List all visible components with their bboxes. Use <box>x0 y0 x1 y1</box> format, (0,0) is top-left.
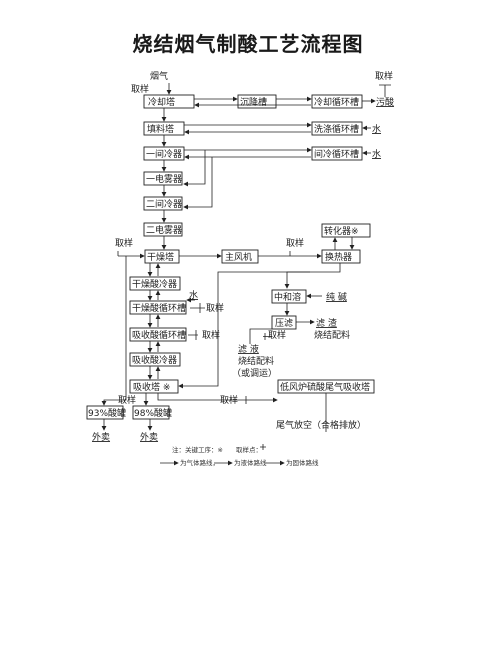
absorb-tower-label: 吸收塔 ※ <box>133 381 170 393</box>
water-label-2: 水 <box>372 148 381 160</box>
cooling-circ-tank-label: 冷却循环槽 <box>314 96 359 108</box>
pressure-filter-box <box>271 315 297 330</box>
page-title: 烧结烟气制酸工艺流程图 <box>132 32 364 56</box>
sample-label-9: 取样 <box>118 394 136 406</box>
absorb-acid-cooler-label: 吸收酸冷器 <box>132 354 177 366</box>
tail-gas-tower-label: 低风炉硫酸尾气吸收塔 <box>280 381 370 393</box>
sample-label-3: 取样 <box>115 237 133 249</box>
drying-acid-cooler-label: 干燥酸冷器 <box>132 278 177 290</box>
note-text: 注：关键工序：※ <box>172 445 223 454</box>
mist2-label: 二电雾器 <box>146 224 182 236</box>
cooler1-label: 一间冷器 <box>146 148 182 160</box>
packed-tower-label: 填料塔 <box>147 123 174 135</box>
absorb-acid-circ-tank-box <box>129 327 187 342</box>
sample-point-note: 取样点： <box>236 445 262 454</box>
filtrate-label: 滤 液 <box>238 343 259 355</box>
sample-label-4: 取样 <box>286 237 304 249</box>
liquid-line-note: 为液体路线 <box>234 458 267 467</box>
converter-label: 转化器※ <box>324 225 359 237</box>
mist2-box <box>143 222 183 237</box>
caustic-label: 纯 碱 <box>326 291 347 303</box>
absorb-tower-box <box>129 379 179 394</box>
converter-box <box>321 223 371 238</box>
sample-label-5: 取样 <box>206 302 224 314</box>
heat-exchanger-label: 换热器 <box>325 251 352 263</box>
absorb-acid-circ-tank-label: 吸收酸循环槽 <box>132 329 186 341</box>
neutral-tank-label: 中和溶 <box>274 291 301 303</box>
pressure-filter-label: 压滤 <box>275 317 293 329</box>
main-fan-label: 主风机 <box>225 251 252 263</box>
cooling-tower-box <box>143 94 195 109</box>
sell-out-label-1: 外卖 <box>92 431 110 443</box>
waste-acid-label: 污酸 <box>376 96 394 108</box>
acid93-tank-label: 93%酸罐 <box>88 407 126 419</box>
acid98-tank-label: 98%酸罐 <box>134 407 172 419</box>
drying-acid-circ-tank-label: 干燥酸循环槽 <box>132 302 186 314</box>
gas-line-note: 为气体路线， <box>180 458 219 467</box>
acid98-tank-box <box>132 405 170 420</box>
filter-residue-label: 滤 渣 <box>316 317 337 329</box>
water-label-3: 水 <box>189 289 198 301</box>
water-label-1: 水 <box>372 123 381 135</box>
drying-acid-circ-tank-box <box>129 300 187 315</box>
sample-point-legend-icon <box>260 444 266 450</box>
sell-out-label-2: 外卖 <box>140 431 158 443</box>
cooler2-label: 二间冷器 <box>146 198 182 210</box>
flue-gas-label: 烟气 <box>150 70 168 82</box>
absorb-acid-cooler-box <box>129 352 181 367</box>
drying-acid-cooler-box <box>129 276 181 291</box>
settling-tank-label: 沉降槽 <box>240 96 267 108</box>
drying-tower-label: 干燥塔 <box>147 251 174 263</box>
sample-point-icon <box>379 84 391 97</box>
sample-label-6: 取样 <box>268 329 286 341</box>
solid-line-note: 为固体路线 <box>286 458 319 467</box>
wash-circ-tank-label: 洗涤循环槽 <box>314 123 359 135</box>
drying-tower-box <box>144 249 180 264</box>
sinter-ingredient-label: 烧结配料 <box>314 329 350 341</box>
tail-gas-vent-label: 尾气放空（合格排放） <box>276 419 366 431</box>
heat-exchanger-box <box>321 249 361 264</box>
sample-label-1: 取样 <box>131 83 149 95</box>
cooler1-circ-tank-box <box>311 146 363 161</box>
mist1-box <box>143 171 183 186</box>
sample-label-7: 取样 <box>202 329 220 341</box>
or-adjust-label: （或调运） <box>232 367 277 379</box>
cooler1-circ-tank-label: 间冷循环槽 <box>314 148 359 160</box>
mist1-label: 一电雾器 <box>146 173 182 185</box>
cooler2-box <box>143 196 183 211</box>
acid93-tank-box <box>86 405 124 420</box>
cooling-tower-label: 冷却塔 <box>148 96 175 108</box>
wash-circ-tank-box <box>311 121 363 136</box>
main-fan-box <box>221 249 259 264</box>
cooling-circ-tank-box <box>311 94 363 109</box>
sample-label-2: 取样 <box>375 70 393 82</box>
sinter-ingredient2-label: 烧结配料 <box>238 355 274 367</box>
neutral-tank-box <box>271 289 307 304</box>
